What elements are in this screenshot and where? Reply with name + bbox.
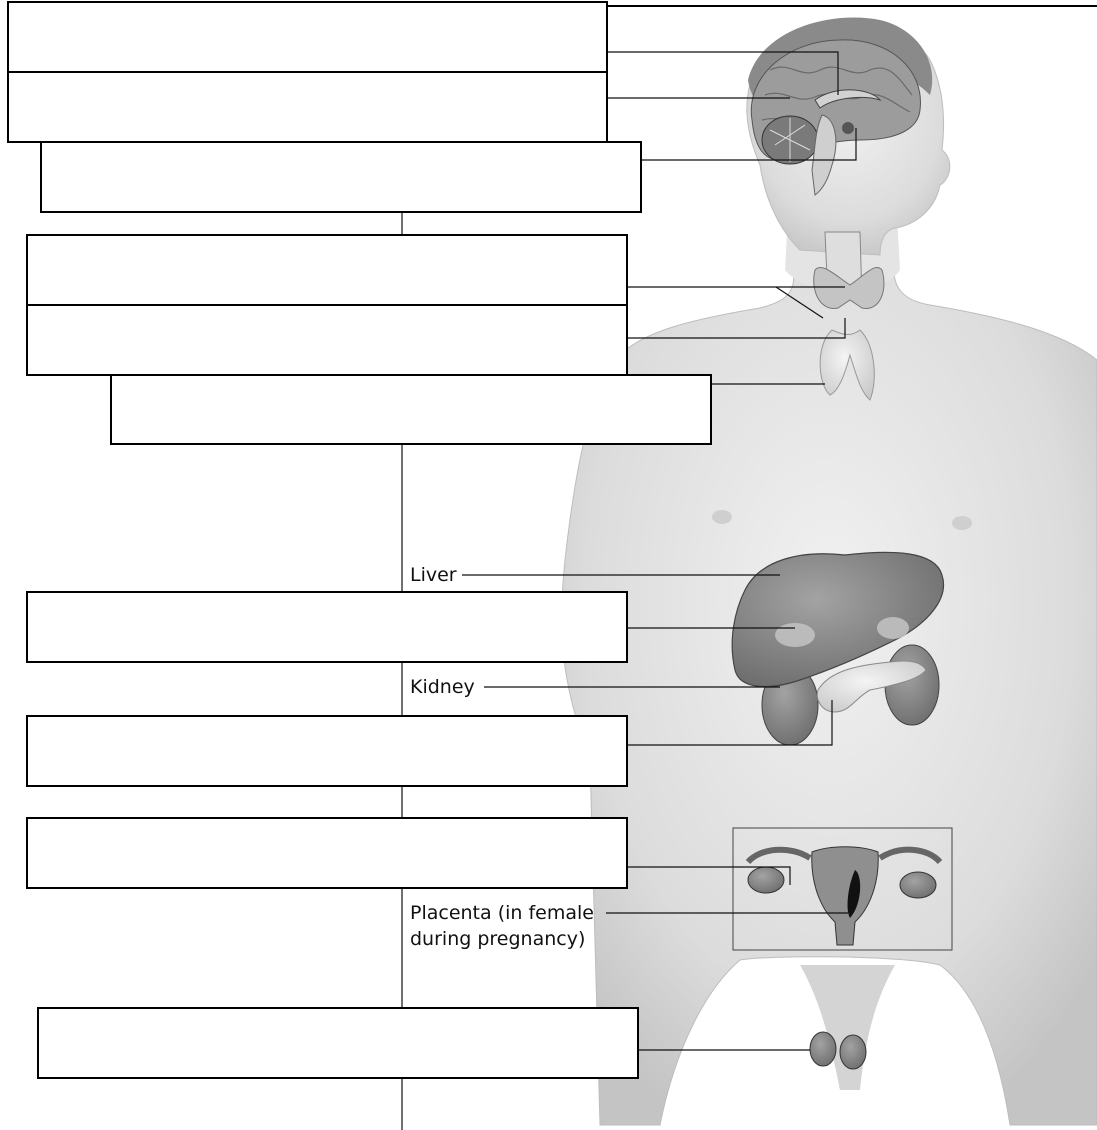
testis-right <box>840 1035 866 1069</box>
label-placenta-line1: Placenta (in female <box>410 902 594 924</box>
adrenal-left <box>775 623 815 647</box>
groin <box>800 965 895 1090</box>
label-placenta-line2: during pregnancy) <box>410 928 585 950</box>
blank-box[interactable] <box>41 142 641 212</box>
blank-box[interactable] <box>8 72 607 142</box>
blank-box[interactable] <box>111 375 711 444</box>
label-kidney: Kidney <box>410 676 475 698</box>
blank-box[interactable] <box>27 716 627 786</box>
blank-box[interactable] <box>27 592 627 662</box>
pituitary <box>842 122 854 134</box>
adrenal-right <box>877 617 909 639</box>
ovary-right <box>900 872 936 898</box>
label-liver: Liver <box>410 564 457 586</box>
chest-mark-left <box>712 510 732 524</box>
testis-left <box>810 1032 836 1066</box>
blank-box[interactable] <box>27 818 627 888</box>
blank-box[interactable] <box>27 305 627 375</box>
ovary-left <box>748 867 784 893</box>
blank-box[interactable] <box>8 2 607 72</box>
blank-box[interactable] <box>38 1008 638 1078</box>
chest-mark-right <box>952 516 972 530</box>
blank-box[interactable] <box>27 235 627 305</box>
